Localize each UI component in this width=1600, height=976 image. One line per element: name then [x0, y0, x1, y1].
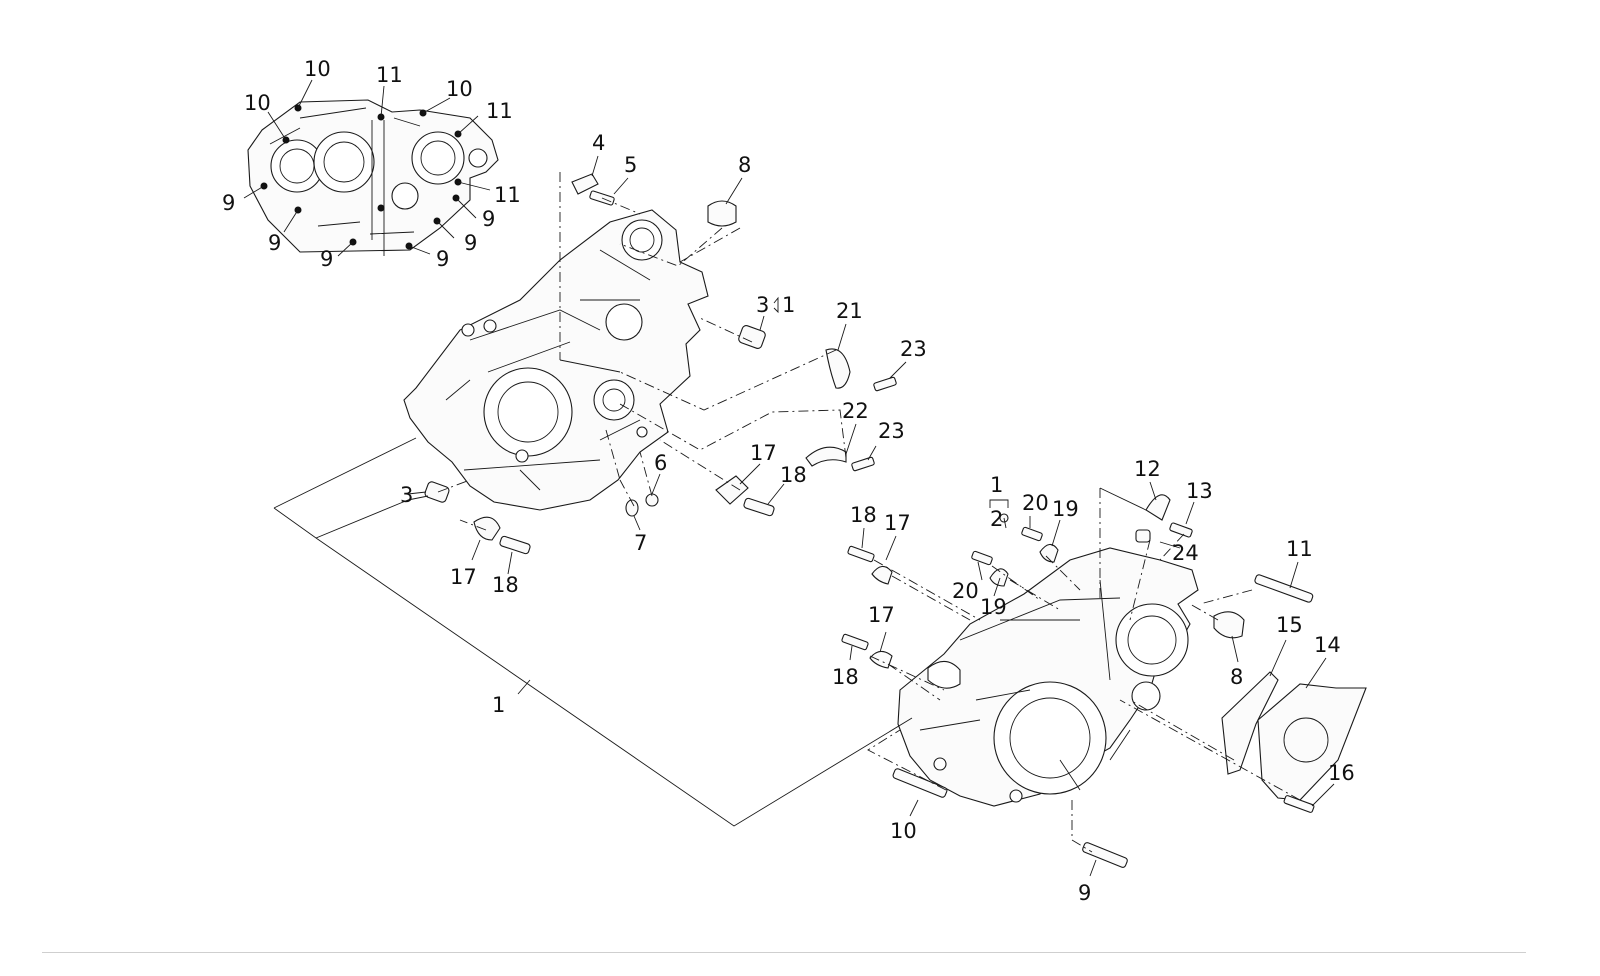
right-crankcase-half — [897, 547, 1199, 807]
callout-label: 19 — [1052, 497, 1079, 521]
callout-label: 1 — [990, 473, 1003, 497]
callout-label: 10 — [304, 57, 331, 81]
callout-label: 10 — [446, 77, 473, 101]
callout-label: 18 — [832, 665, 859, 689]
callout-label: 11 — [1286, 537, 1313, 561]
callout-label: 9 — [1078, 881, 1091, 905]
callout-label: 17 — [884, 511, 911, 535]
inset-crankcase-view — [243, 79, 499, 257]
callout-label: 11 — [486, 99, 513, 123]
callout-label: 2 — [990, 507, 1003, 531]
callout-label: 23 — [878, 419, 905, 443]
callout-label: 21 — [836, 299, 863, 323]
callout-label: 22 — [842, 399, 869, 423]
callout-label: 4 — [592, 131, 605, 155]
callout-label: 12 — [1134, 457, 1161, 481]
callout-label: 16 — [1328, 761, 1355, 785]
callout-label: 18 — [850, 503, 877, 527]
callout-label: 10 — [244, 91, 271, 115]
callout-label: 14 — [1314, 633, 1341, 657]
left-crankcase-half — [403, 209, 709, 511]
callout-label: 9 — [482, 207, 495, 231]
callout-label: 1 — [492, 693, 505, 717]
callout-label: 9 — [222, 191, 235, 215]
callout-label: 8 — [1230, 665, 1243, 689]
callout-label: 9 — [268, 231, 281, 255]
right-small-parts — [841, 494, 1367, 868]
center-small-parts — [424, 173, 897, 555]
callout-label: 15 — [1276, 613, 1303, 637]
callout-label: 6 — [654, 451, 667, 475]
callout-labels: 10 11 10 10 11 11 9 9 9 9 9 9 4 5 8 3 1 … — [222, 57, 1355, 905]
callout-label: 18 — [492, 573, 519, 597]
footer-divider — [42, 952, 1526, 953]
callout-label: 19 — [980, 595, 1007, 619]
callout-label: 23 — [900, 337, 927, 361]
callout-label: 9 — [320, 247, 333, 271]
callout-label: 17 — [750, 441, 777, 465]
callout-label: 3 — [756, 293, 769, 317]
callout-label: 3 — [400, 483, 413, 507]
callout-label: 18 — [780, 463, 807, 487]
callout-label: 5 — [624, 153, 637, 177]
callout-label: 20 — [1022, 491, 1049, 515]
callout-label: 8 — [738, 153, 751, 177]
center-dash-lines — [437, 172, 847, 531]
callout-label: 7 — [634, 531, 647, 555]
callout-label: 10 — [890, 819, 917, 843]
callout-label: 24 — [1172, 541, 1199, 565]
callout-label: 9 — [436, 247, 449, 271]
right-dash-lines — [867, 488, 1301, 853]
callout-label: 9 — [464, 231, 477, 255]
callout-leaders — [407, 155, 1335, 877]
callout-label: 11 — [376, 63, 403, 87]
callout-label: 13 — [1186, 479, 1213, 503]
callout-label: 20 — [952, 579, 979, 603]
assembly-bracket-lines — [273, 296, 1147, 827]
callout-label: 17 — [450, 565, 477, 589]
callout-label: 17 — [868, 603, 895, 627]
callout-label: 1 — [782, 293, 795, 317]
callout-label: 11 — [494, 183, 521, 207]
